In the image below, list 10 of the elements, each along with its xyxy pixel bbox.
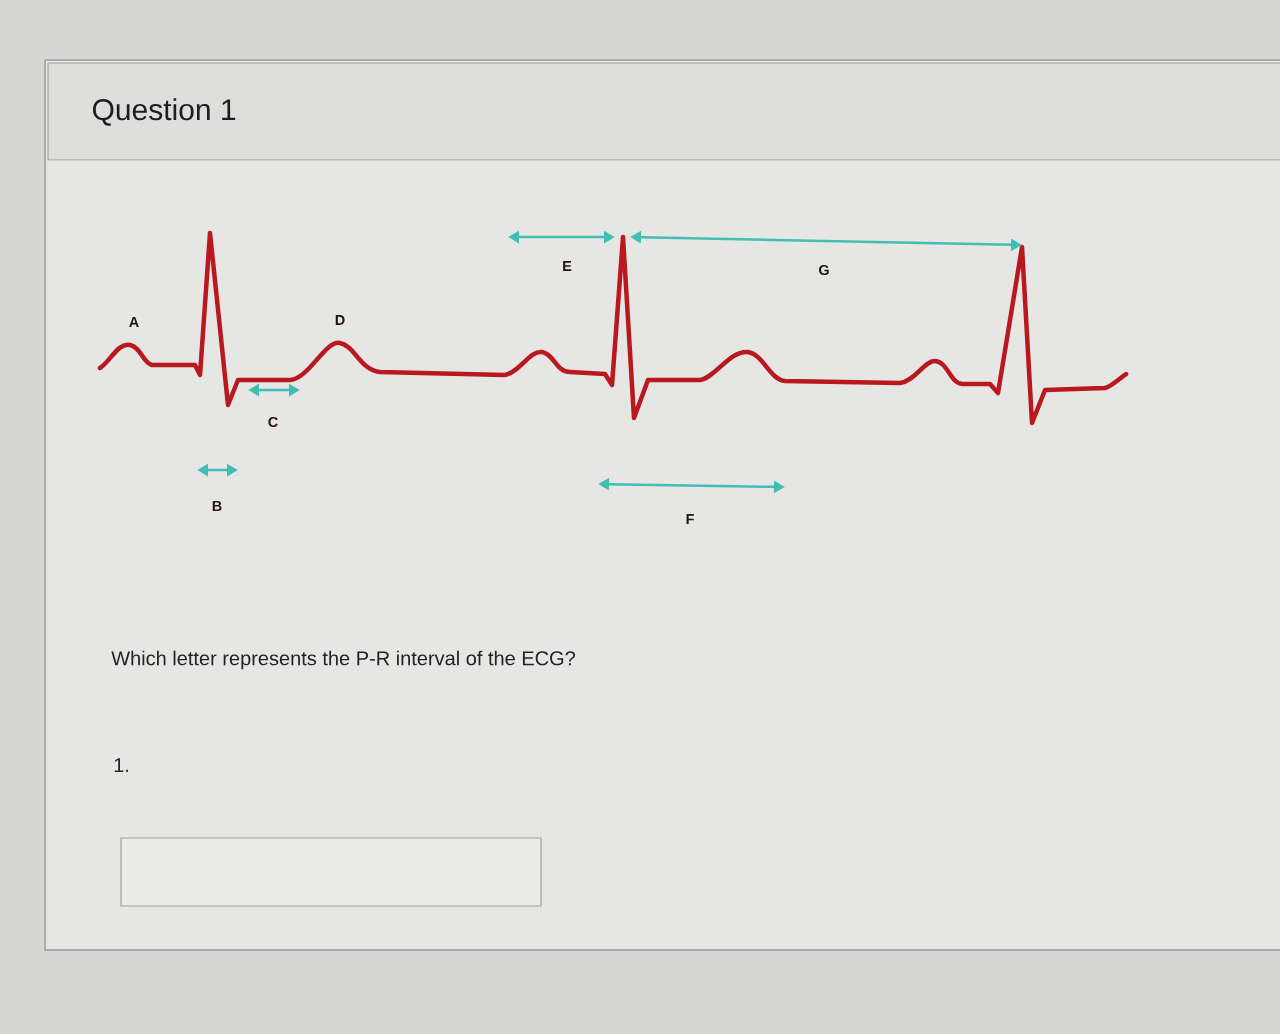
- interval-label: A: [129, 317, 139, 327]
- interval-label: C: [268, 416, 278, 428]
- interval-label: B: [212, 501, 222, 511]
- interval-label: E: [563, 261, 572, 271]
- interval-label: F: [686, 514, 694, 524]
- item-number: 1.: [114, 758, 129, 772]
- interval-label: G: [819, 264, 829, 276]
- question-text: Which letter represents the P-R interval of the ECG?: [111, 650, 576, 670]
- interval-label: D: [335, 315, 345, 325]
- title: Question 1: [92, 98, 236, 126]
